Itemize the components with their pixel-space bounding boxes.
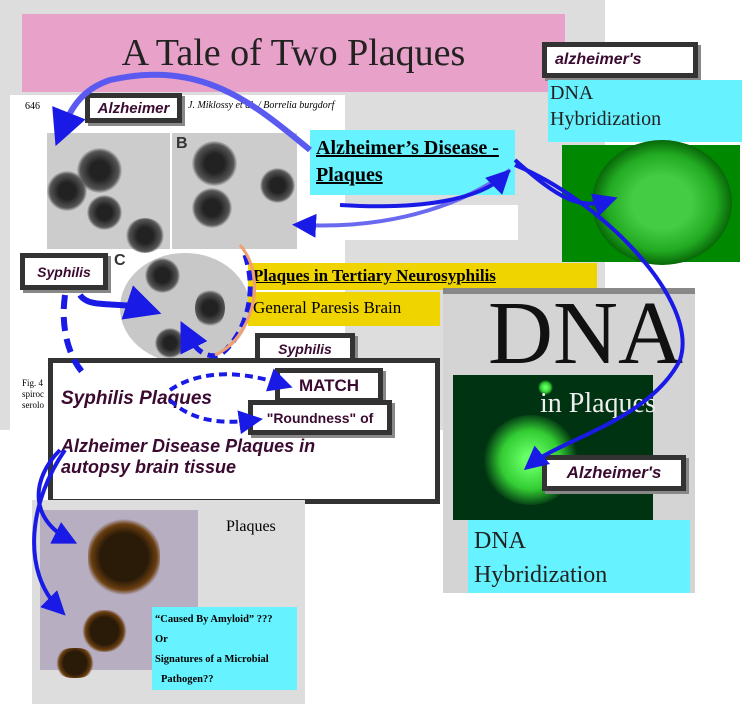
dna-fluorescence-image-top bbox=[562, 140, 740, 265]
syphilis-left-label: Syphilis bbox=[20, 253, 108, 290]
arrow-syphilis-to-c bbox=[77, 285, 162, 320]
general-paresis: General Paresis Brain bbox=[248, 292, 440, 326]
micrograph-b: B bbox=[172, 133, 297, 249]
in-plaques-text: in Plaques bbox=[540, 388, 656, 419]
arrow-title-to-alzheimer bbox=[52, 71, 312, 153]
arrow-to-dna-top bbox=[513, 158, 618, 217]
alzheimer-label: Alzheimer bbox=[85, 93, 182, 123]
amyloid-plaque-image bbox=[40, 510, 198, 678]
panel-c-label: C bbox=[114, 252, 126, 269]
alzheimers-top-label: alzheimer's bbox=[542, 42, 698, 78]
page-title: A Tale of Two Plaques bbox=[121, 32, 466, 74]
arrow-to-alz-box bbox=[339, 169, 511, 209]
arrow-to-bottom-plaque2 bbox=[32, 448, 67, 616]
match-label: MATCH bbox=[275, 368, 383, 403]
alzheimers-dna-label: Alzheimer's bbox=[542, 455, 686, 491]
alzheimers-disease-box: Alzheimer’s Disease -Plaques bbox=[310, 130, 515, 195]
dashed-to-match bbox=[168, 368, 293, 392]
page-number: 646 bbox=[25, 101, 40, 112]
paper-header: J. Miklossy et al. / Borrelia burgdorf bbox=[188, 100, 335, 111]
micrograph-a bbox=[47, 133, 170, 253]
panel-b-label: B bbox=[176, 135, 188, 152]
dashed-syphilis-down bbox=[60, 294, 88, 378]
arrow-to-dna-panel bbox=[514, 163, 685, 471]
neurosyphilis-title: Plaques in Tertiary Neurosyphilis bbox=[248, 263, 597, 290]
dashed-loop-c bbox=[180, 254, 253, 359]
plaques-heading: Plaques bbox=[226, 518, 276, 535]
dashed-to-roundness bbox=[168, 398, 263, 435]
orange-outline bbox=[214, 244, 257, 357]
arrow-to-micrograph-b bbox=[292, 168, 512, 238]
dna-big-title: DNA bbox=[488, 284, 683, 383]
